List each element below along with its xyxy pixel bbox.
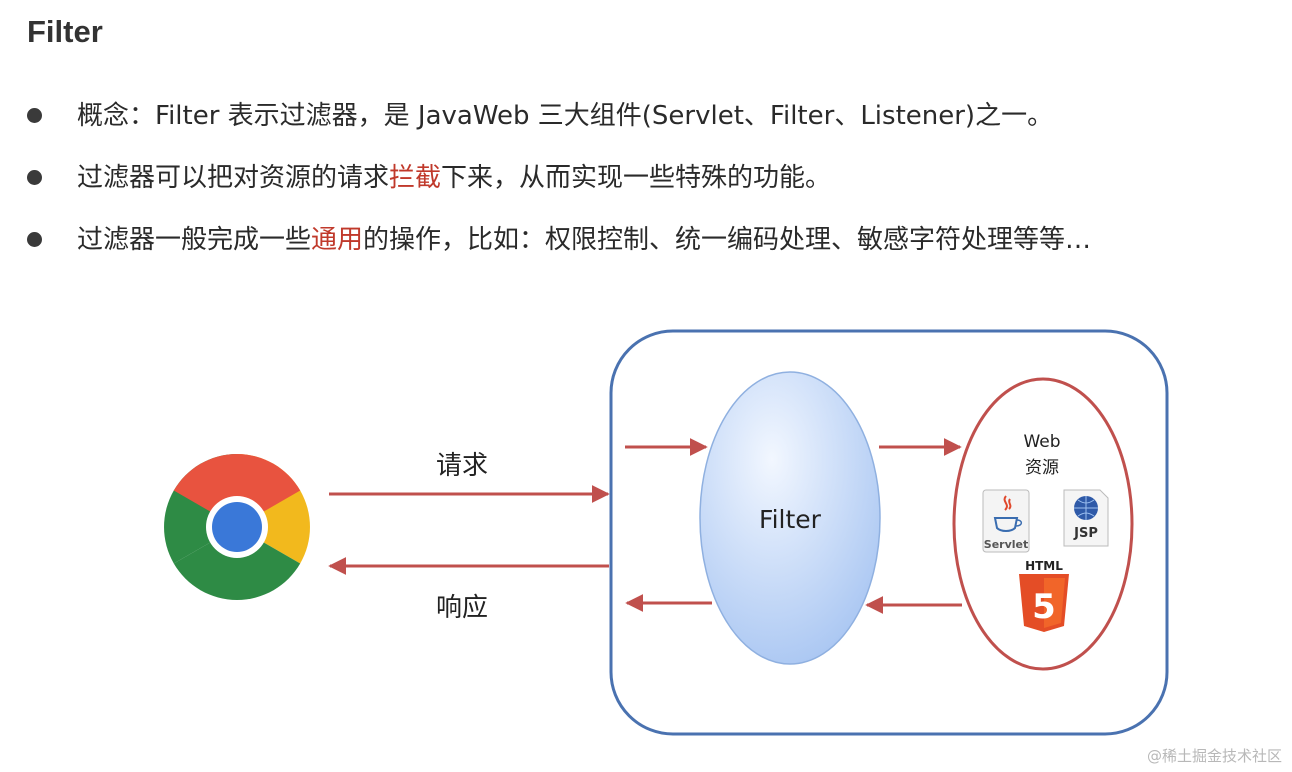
- bullet-text: 过滤器可以把对资源的请求: [77, 163, 390, 193]
- bullet-text: 过滤器一般完成一些: [77, 225, 312, 255]
- servlet-label: Servlet: [984, 538, 1028, 551]
- bullet-text: 概念：Filter 表示过滤器，是 JavaWeb 三大组件(Servlet、F…: [77, 101, 1054, 131]
- server-container: [609, 329, 1169, 736]
- html5-icon: HTML 5: [1019, 559, 1069, 632]
- html5-digit: 5: [1032, 587, 1056, 627]
- filter-node: [699, 371, 881, 665]
- bullet-item: 过滤器一般完成一些通用的操作，比如：权限控制、统一编码处理、敏感字符处理等等…: [27, 220, 1287, 282]
- filter-label: Filter: [759, 505, 822, 534]
- bullet-text-rest: 的操作，比如：权限控制、统一编码处理、敏感字符处理等等…: [363, 225, 1092, 255]
- watermark: @稀土掘金技术社区: [1146, 747, 1282, 765]
- bullet-highlight: 拦截: [389, 163, 442, 193]
- jsp-label: JSP: [1073, 526, 1098, 541]
- page-title: Filter: [27, 14, 103, 49]
- bullet-dot-icon: [27, 170, 42, 185]
- bullet-item: 过滤器可以把对资源的请求拦截下来，从而实现一些特殊的功能。: [27, 158, 1287, 220]
- bullet-highlight: 通用: [311, 225, 364, 255]
- bullet-dot-icon: [27, 232, 42, 247]
- web-resource-node: [952, 377, 1134, 671]
- bullet-list: 概念：Filter 表示过滤器，是 JavaWeb 三大组件(Servlet、F…: [27, 96, 1287, 282]
- request-label: 请求: [436, 451, 488, 481]
- chrome-browser-icon: [164, 454, 310, 600]
- jsp-icon: JSP: [1063, 489, 1109, 547]
- web-label: Web: [1023, 432, 1060, 452]
- bullet-text-rest: 下来，从而实现一些特殊的功能。: [441, 163, 832, 193]
- bullet-item: 概念：Filter 表示过滤器，是 JavaWeb 三大组件(Servlet、F…: [27, 96, 1287, 158]
- resource-label: 资源: [1025, 458, 1059, 478]
- servlet-java-icon: Servlet: [982, 489, 1030, 553]
- response-label: 响应: [436, 593, 488, 623]
- bullet-dot-icon: [27, 108, 42, 123]
- html-label: HTML: [1025, 559, 1063, 573]
